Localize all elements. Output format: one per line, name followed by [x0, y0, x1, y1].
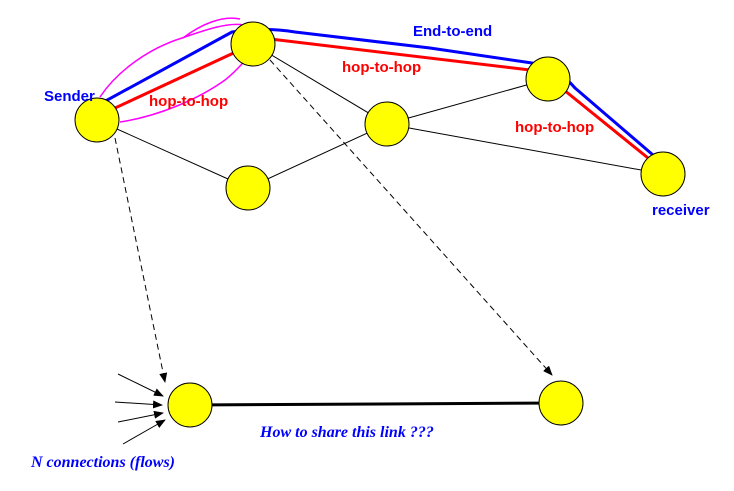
magenta-arc-upper-2 [182, 17, 241, 39]
link-middle-receiver [386, 123, 664, 175]
node-link-right [538, 380, 584, 426]
node-top [230, 21, 276, 67]
shared-link [189, 401, 562, 407]
dashed-arrow-top-to-link [269, 59, 553, 376]
node-bottom [225, 165, 271, 211]
nodes [74, 21, 686, 428]
node-link-left [167, 382, 213, 428]
flow-arrow-4 [122, 419, 166, 445]
label-sender: Sender [44, 88, 95, 105]
node-sender [74, 97, 120, 143]
label-hop-to-hop-2: hop-to-hop [342, 59, 421, 76]
node-receiver [640, 151, 686, 197]
hop-to-hop-path [99, 36, 649, 160]
magenta-arc-upper [99, 23, 245, 98]
link-sender-bottom [96, 119, 249, 189]
link-middle-right [386, 78, 549, 125]
label-hop-to-hop-3: hop-to-hop [515, 119, 594, 136]
node-middle [364, 101, 410, 147]
magenta-arc-lower [119, 54, 251, 123]
flow-arrow-2 [114, 400, 163, 409]
flow-arrow-1 [117, 373, 164, 397]
flow-arrows [114, 373, 166, 445]
network-links [96, 43, 664, 189]
label-receiver: receiver [652, 202, 710, 219]
label-end-to-end: End-to-end [413, 23, 492, 40]
link-top-middle [252, 43, 388, 125]
label-hop-to-hop-1: hop-to-hop [149, 93, 228, 110]
label-share-question: How to share this link ??? [259, 424, 434, 441]
node-right [525, 56, 571, 102]
label-connections: N connections (flows) [30, 454, 175, 471]
dashed-arrows [114, 59, 553, 383]
link-bottom-middle [247, 123, 388, 189]
dashed-arrow-sender-to-link [114, 137, 168, 383]
flow-arrow-3 [117, 410, 164, 423]
